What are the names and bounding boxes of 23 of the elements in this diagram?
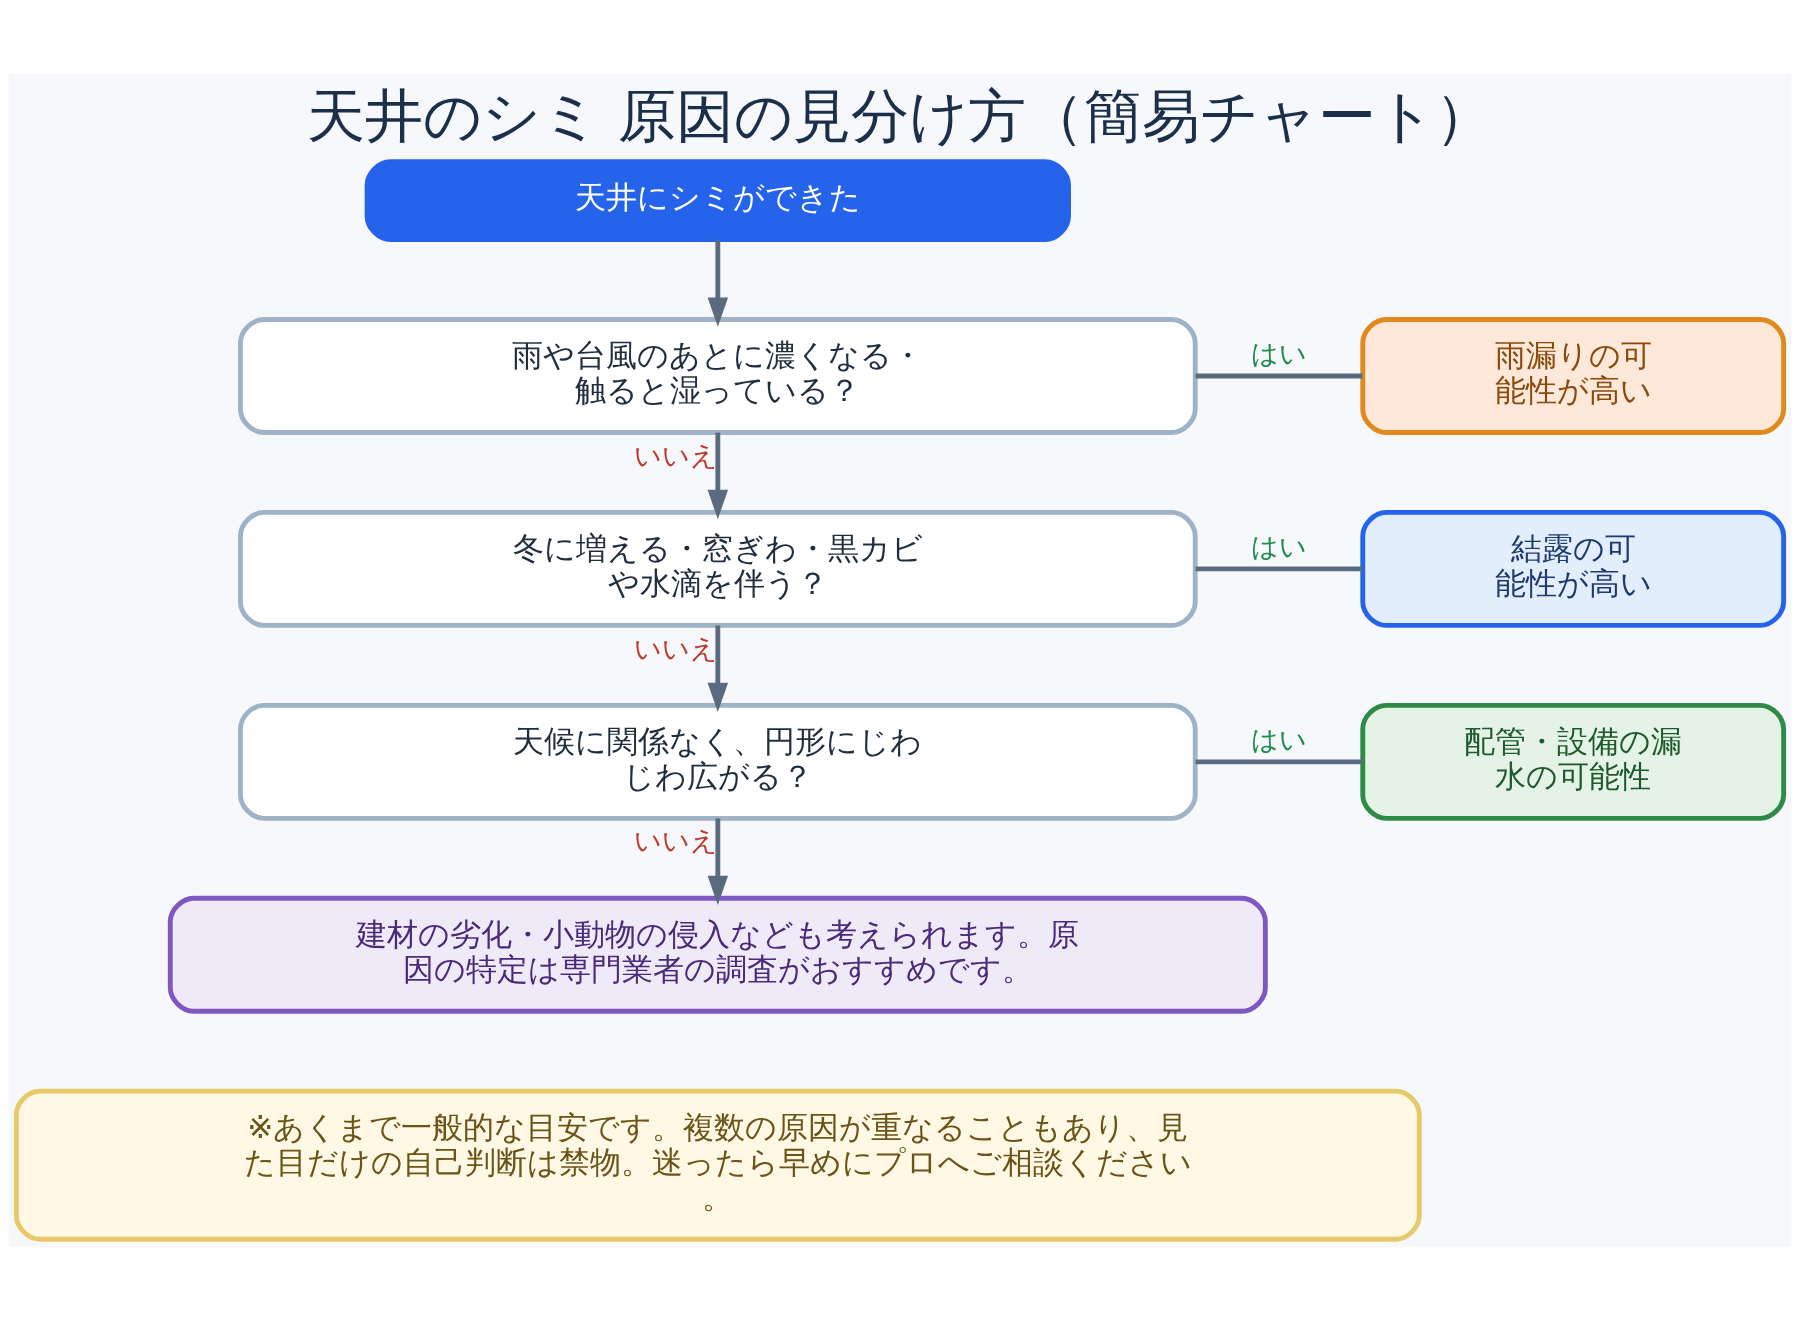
arrow — [707, 432, 729, 519]
edge-label: いいえ — [633, 632, 718, 664]
node-box: 天候に関係なく、円形にじわじわ広がる？ — [238, 702, 1198, 821]
arrow — [707, 817, 729, 905]
connector — [1195, 373, 1363, 378]
connector — [1195, 758, 1363, 764]
node-box: 配管・設備の漏水の可能性 — [1360, 702, 1787, 821]
node-box: 結露の可能性が高い — [1360, 509, 1787, 628]
node-box: 雨漏りの可能性が高い — [1360, 316, 1787, 435]
edge-label: いいえ — [633, 439, 718, 471]
edge-label: いいえ — [633, 824, 718, 856]
edge-label: はい — [1250, 337, 1307, 369]
node-box: ※あくまで一般的な目安です。複数の原因が重なることもあり、見た目だけの自己判断は禁物。迷ったら早めにプロへご相談ください。 — [13, 1088, 1422, 1242]
node-box: 雨や台風のあとに濃くなる・触ると湿っている？ — [238, 316, 1198, 435]
edge-label: はい — [1250, 530, 1307, 562]
node-box: 建材の劣化・小動物の侵入なども考えられます。原因の特定は専門業者の調査がおすすめです。 — [167, 895, 1268, 1014]
node-box: 天井にシミができた — [364, 158, 1071, 242]
connector — [1195, 566, 1363, 571]
diagram-title: 天井のシミ 原因の見分け方（簡易チャート） — [306, 81, 1494, 150]
arrow — [707, 239, 729, 327]
edge-label: はい — [1250, 723, 1307, 755]
arrow — [707, 625, 729, 712]
node-box: 冬に増える・窓ぎわ・黒カビや水滴を伴う？ — [238, 509, 1198, 628]
